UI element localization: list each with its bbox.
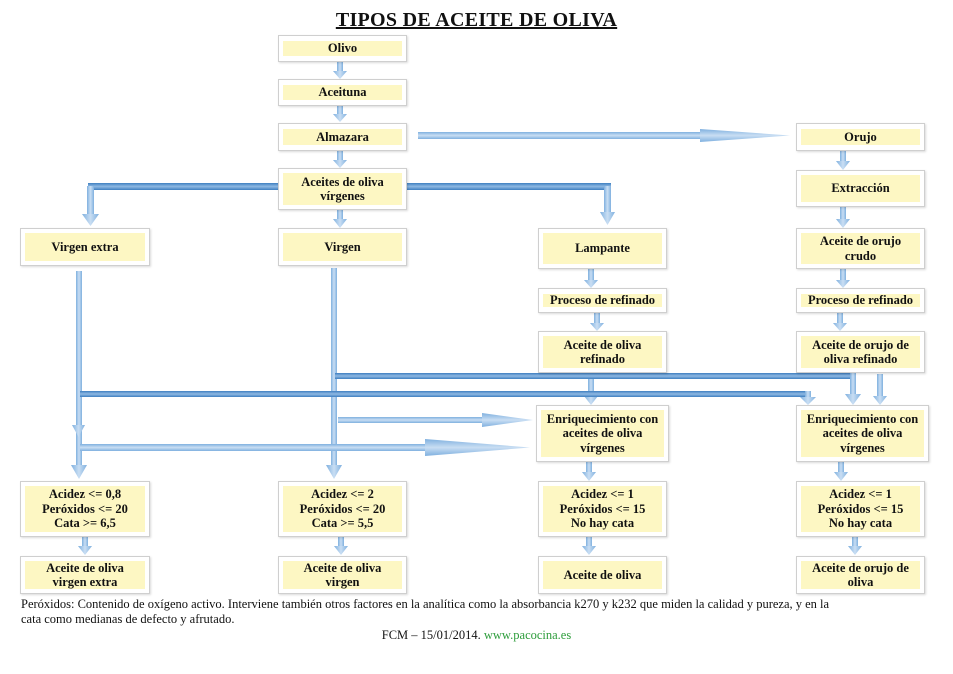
- arrow-orujo-extraccion: [836, 151, 850, 170]
- arrow-spec-final-orujo: [848, 537, 862, 555]
- box-aceite-oliva-refinado: Aceite de oliva refinado: [538, 331, 667, 373]
- arrow-virgen-down: [326, 268, 342, 479]
- arrow-virgen-extra-to-enriq-oliva: [80, 439, 530, 456]
- box-spec-virgen-extra: Acidez <= 0,8 Peróxidos <= 20 Cata >= 6,…: [20, 481, 150, 537]
- arrow-aceituna-almazara: [333, 106, 347, 122]
- arrow-enriq-spec-orujo: [834, 462, 848, 481]
- arrow-spec-final-oliva: [582, 537, 596, 555]
- arrow-refinado-oliva-refinado: [590, 313, 604, 331]
- arrow-virgenes-virgen: [333, 210, 347, 228]
- box-enriquecimiento-orujo: Enriquecimiento con aceites de oliva vír…: [796, 405, 929, 462]
- arrow-almazara-virgenes: [333, 151, 347, 168]
- arrow-spec-final-ve: [78, 537, 92, 555]
- footnote-text: Peróxidos: Contenido de oxígeno activo. …: [21, 597, 830, 626]
- box-proceso-refinado-orujo: Proceso de refinado: [796, 288, 925, 313]
- arrow-extraccion-crudo: [836, 207, 850, 228]
- box-aceite-orujo-refinado: Aceite de orujo de oliva refinado: [796, 331, 925, 373]
- box-final-virgen-extra: Aceite de oliva virgen extra: [20, 556, 150, 594]
- arrow-spec-final-v: [334, 537, 348, 555]
- box-aceites-virgenes: Aceites de oliva vírgenes: [278, 168, 407, 210]
- box-final-virgen: Aceite de oliva virgen: [278, 556, 407, 594]
- box-lampante: Lampante: [538, 228, 667, 269]
- box-final-orujo: Aceite de orujo de oliva: [796, 556, 925, 594]
- arrow-crudo-refinado: [836, 269, 850, 288]
- box-olivo: Olivo: [278, 35, 407, 62]
- box-enriquecimiento-oliva: Enriquecimiento con aceites de oliva vír…: [536, 405, 669, 462]
- arrow-lampante-refinado: [584, 269, 598, 288]
- footer-author-date: FCM – 15/01/2014.: [381, 628, 484, 642]
- arrow-virgenes-distribution: [82, 183, 615, 226]
- footer: FCM – 15/01/2014. www.pacocina.es: [0, 628, 953, 643]
- arrow-virgen-to-enriq-orujo: [335, 373, 861, 405]
- box-spec-orujo: Acidez <= 1 Peróxidos <= 15 No hay cata: [796, 481, 925, 537]
- box-proceso-refinado-lampante: Proceso de refinado: [538, 288, 667, 313]
- arrow-olivo-aceituna: [333, 62, 347, 79]
- arrow-oliva-refinado-enriq: [584, 375, 598, 405]
- diagram-title: TIPOS DE ACEITE DE OLIVA: [335, 9, 618, 31]
- arrow-left-head-enriq: [72, 425, 85, 437]
- arrow-refinado-orujo-refinado: [833, 313, 847, 331]
- arrow-orujo-refinado-enriq: [873, 374, 887, 405]
- box-extraccion: Extracción: [796, 170, 925, 207]
- box-spec-virgen: Acidez <= 2 Peróxidos <= 20 Cata >= 5,5: [278, 481, 407, 537]
- arrow-almazara-orujo: [418, 129, 790, 142]
- arrow-enriq-spec-oliva: [582, 462, 596, 481]
- arrow-virgen-extra-to-enriq-orujo: [80, 391, 816, 405]
- box-virgen-extra: Virgen extra: [20, 228, 150, 266]
- box-aceite-orujo-crudo: Aceite de orujo crudo: [796, 228, 925, 269]
- arrow-virgen-extra-down: [71, 271, 87, 479]
- box-almazara: Almazara: [278, 123, 407, 151]
- footer-url[interactable]: www.pacocina.es: [483, 628, 572, 642]
- arrow-virgen-to-enriq-oliva: [338, 413, 533, 427]
- box-aceituna: Aceituna: [278, 79, 407, 106]
- box-final-oliva: Aceite de oliva: [538, 556, 667, 594]
- box-spec-oliva: Acidez <= 1 Peróxidos <= 15 No hay cata: [538, 481, 667, 537]
- box-virgen: Virgen: [278, 228, 407, 266]
- box-orujo: Orujo: [796, 123, 925, 151]
